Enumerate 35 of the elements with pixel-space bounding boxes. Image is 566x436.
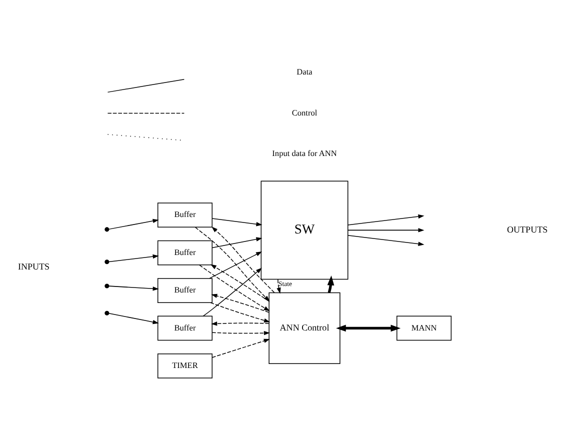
- arrow: [212, 236, 262, 248]
- arrow: [210, 264, 270, 302]
- node-box: SW: [260, 180, 348, 280]
- arrow: [211, 293, 270, 312]
- arrow: [347, 228, 424, 232]
- arrow: [210, 302, 270, 322]
- arrow: [276, 278, 281, 294]
- label: OUTPUTS: [507, 224, 548, 234]
- arrow: [212, 226, 275, 292]
- arrow: [347, 214, 424, 225]
- legend-label: Input data for ANN: [272, 148, 337, 158]
- arrow: [108, 285, 159, 290]
- arrow: [108, 312, 159, 324]
- node-box: Buffer: [157, 315, 213, 340]
- node-box: TIMER: [157, 352, 213, 378]
- arrow: [211, 321, 270, 326]
- arrow: [209, 251, 262, 278]
- legend-label: Control: [292, 108, 318, 117]
- arrow: [212, 338, 270, 358]
- arrow: [194, 226, 270, 302]
- node-box: ANN Control: [268, 292, 340, 364]
- node-box: Buffer: [157, 240, 213, 265]
- arrow: [199, 264, 270, 311]
- legend-label: Data: [296, 67, 312, 76]
- arrow: [202, 267, 262, 316]
- node-box: Buffer: [157, 202, 213, 228]
- arrow: [336, 324, 401, 332]
- arrow: [212, 218, 262, 226]
- label: INPUTS: [18, 260, 50, 271]
- arrow: [108, 218, 159, 230]
- arrow: [347, 234, 424, 246]
- node-box: MANN: [396, 315, 452, 340]
- arrow: [108, 254, 159, 262]
- arrow: [212, 330, 270, 335]
- node-box: Buffer: [157, 278, 213, 302]
